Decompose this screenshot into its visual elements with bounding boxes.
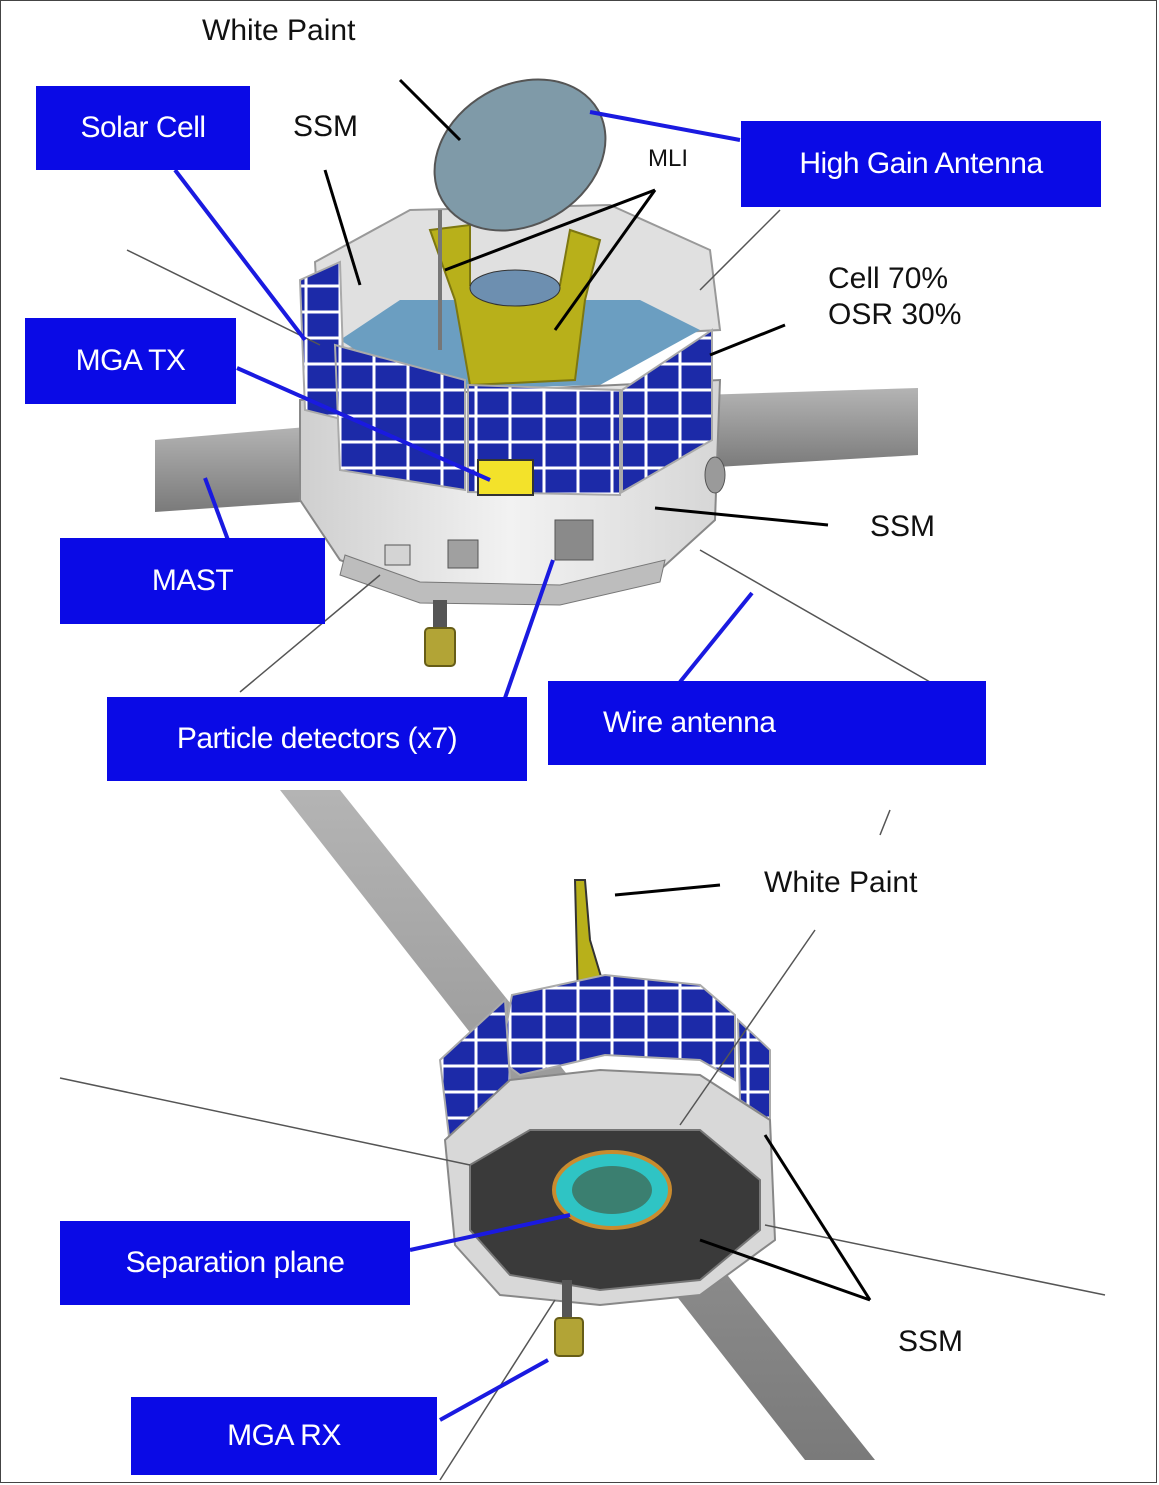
- pointer-cell-osr: [709, 323, 786, 357]
- mga-rx-post: [562, 1280, 572, 1320]
- separation-ring-inner: [572, 1166, 652, 1214]
- mga-rx-canister: [554, 1317, 584, 1357]
- solar-ring-back: [498, 973, 736, 1082]
- pointer-particle: [503, 559, 555, 699]
- annotation-mli: MLI: [648, 145, 689, 172]
- mast-right: [700, 388, 918, 468]
- mli-contents: [469, 269, 561, 307]
- particle-detector-box: [554, 519, 594, 561]
- solar-panel-front-right: [621, 328, 713, 494]
- high-gain-dish: [433, 78, 607, 232]
- pointer-white-paint-bottom: [614, 883, 721, 897]
- wire-antenna-line: [126, 249, 321, 346]
- annotation-ssm-bottom: SSM: [898, 1325, 964, 1358]
- wire-antenna-line: [699, 209, 781, 291]
- wire-antenna-line: [679, 929, 816, 1126]
- mga-canister: [424, 627, 456, 667]
- annotation-ssm-right: SSM: [870, 510, 936, 543]
- pointer-mast: [203, 477, 230, 541]
- wire-antenna-line: [764, 1224, 1106, 1296]
- pointer-ssm-right: [654, 506, 829, 527]
- particle-detector-box: [704, 456, 726, 494]
- pointer-mli-left: [444, 188, 656, 272]
- pointer-wire: [678, 591, 754, 684]
- wire-antenna-line: [879, 809, 891, 836]
- pointer-mga-tx: [236, 366, 491, 482]
- annotation-ssm-top: SSM: [293, 110, 359, 143]
- callout-wire-antenna: Wire antenna: [548, 681, 986, 765]
- wire-antenna-line: [239, 574, 381, 693]
- pointer-mli-right: [553, 189, 657, 331]
- bottom-spacecraft: [59, 790, 1106, 1481]
- callout-particle-detectors: Particle detectors (x7): [107, 697, 527, 781]
- bottom-rim: [339, 554, 666, 606]
- top-spacecraft: [126, 78, 931, 693]
- callout-mga-tx: MGA TX: [25, 318, 236, 404]
- annotation-cell-ratio-2: OSR 30%: [828, 298, 962, 331]
- wire-antenna-line: [59, 1077, 471, 1166]
- mast-left: [155, 425, 330, 512]
- pointer-white-paint-top: [398, 78, 462, 142]
- callout-solar-cell: Solar Cell: [36, 86, 250, 170]
- callout-mast: MAST: [60, 538, 325, 624]
- pointer-ssm-top: [323, 169, 362, 286]
- annotation-white-paint-top: White Paint: [202, 14, 356, 47]
- particle-detector-box: [447, 539, 479, 569]
- annotation-white-paint-bottom: White Paint: [764, 866, 918, 899]
- annotation-cell-ratio-1: Cell 70%: [828, 262, 949, 295]
- pointer-ssm-bottom-a: [763, 1134, 872, 1301]
- pointer-mga-rx: [439, 1358, 549, 1422]
- wire-antenna-line: [699, 549, 931, 683]
- particle-detector-box: [384, 544, 411, 566]
- callout-separation-plane: Separation plane: [60, 1221, 410, 1305]
- pointer-ssm-bottom-b: [699, 1238, 871, 1302]
- callout-high-gain-antenna: High Gain Antenna: [741, 121, 1101, 207]
- mga-post: [433, 600, 447, 630]
- pointer-lines: [173, 78, 872, 1422]
- callout-mga-rx: MGA RX: [131, 1397, 437, 1475]
- pointer-solar-cell: [173, 168, 307, 342]
- pointer-high-gain: [589, 110, 741, 142]
- pointer-separation: [409, 1213, 571, 1252]
